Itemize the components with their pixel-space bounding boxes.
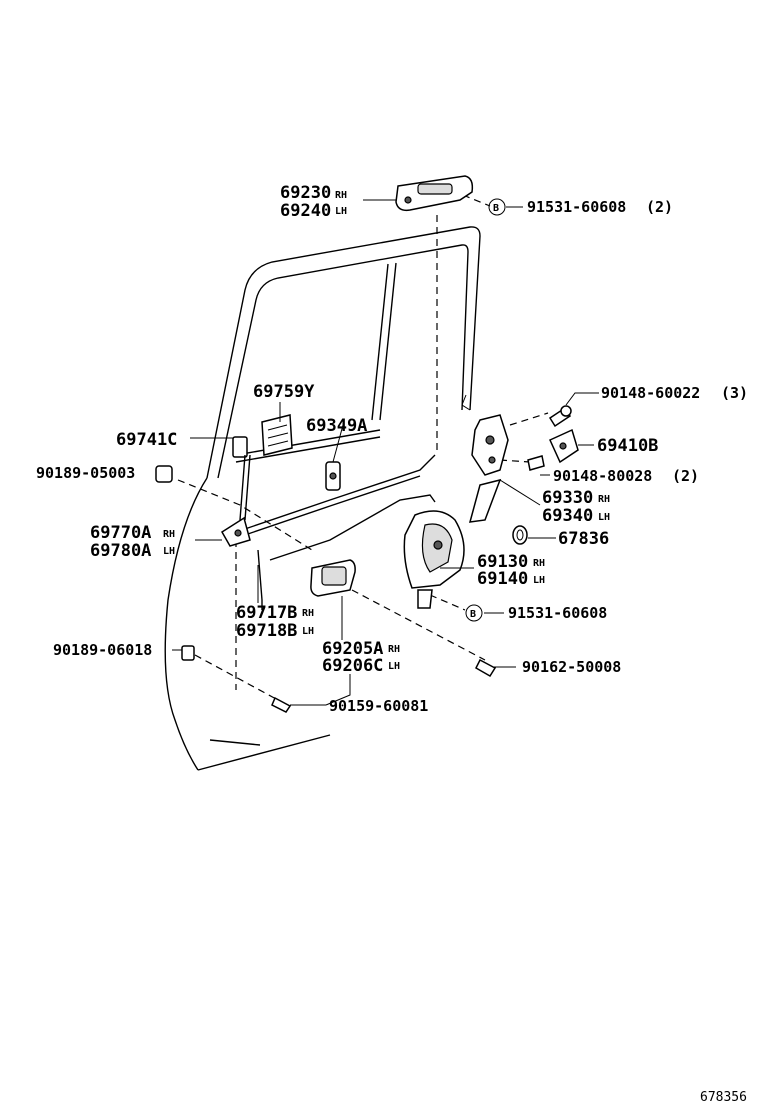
label-90162-50008: 90162-50008 [522, 658, 621, 676]
part-number: 69718B [236, 621, 297, 641]
outside-handle [395, 175, 474, 212]
part-number: 69330 [542, 488, 593, 508]
part-number: 91531-60608 [508, 604, 607, 622]
quantity: (2) [646, 198, 673, 216]
label-90189-06018: 90189-06018 [53, 641, 152, 659]
side-tag: RH [533, 558, 545, 569]
b-symbol: B [493, 203, 499, 214]
label-69240: 69240 LH [280, 201, 347, 221]
part-number: 90148-80028 [553, 467, 652, 485]
dashed-leaders [177, 194, 549, 701]
label-90148-b: 90148-80028 (2) [553, 467, 699, 485]
quantity: (3) [721, 384, 748, 402]
striker-69410b [549, 428, 579, 464]
label-91531-b: B 91531-60608 [470, 604, 607, 622]
bushing-67836 [512, 525, 528, 545]
label-90189-05003: 90189-05003 [36, 464, 135, 482]
side-tag: LH [302, 626, 314, 637]
label-69206c: 69206C LH [322, 656, 400, 676]
label-69410b: 69410B [597, 436, 658, 456]
side-tag: RH [163, 529, 175, 540]
label-69349a: 69349A [306, 416, 367, 436]
clip-icon [155, 465, 195, 661]
figure-id: 678356 [700, 1090, 747, 1105]
quantity: (2) [672, 467, 699, 485]
label-67836: 67836 [558, 529, 609, 549]
side-tag: RH [302, 608, 314, 619]
label-91531-a: B 91531-60608 (2) [493, 198, 673, 216]
latch-69330 [468, 414, 509, 523]
part-number: 69140 [477, 569, 528, 589]
bell-crank-69770a [220, 516, 251, 547]
part-number: 69340 [542, 506, 593, 526]
side-tag: LH [533, 575, 545, 586]
part-number: 69130 [477, 552, 528, 572]
part-number: 69770A [90, 523, 151, 543]
part-number: 90148-60022 [601, 384, 700, 402]
part-number: 69780A [90, 541, 151, 561]
side-tag: LH [163, 546, 175, 557]
door-panel [164, 226, 481, 771]
screw-icon [548, 405, 572, 428]
part-number: 69230 [280, 183, 331, 203]
b-symbol: B [470, 609, 476, 620]
bolt-icon [527, 455, 545, 471]
rod-clip-69349a [325, 461, 341, 491]
label-69130: 69130 RH [477, 552, 545, 572]
side-tag: RH [598, 494, 610, 505]
part-number: 69205A [322, 639, 383, 659]
label-90148-a: 90148-60022 (3) [601, 384, 748, 402]
side-tag: LH [335, 206, 347, 217]
callout-lines [172, 199, 599, 706]
label-69770a: 69770A RH [90, 523, 175, 543]
label-69205a: 69205A RH [322, 639, 400, 659]
pad-69759y [261, 414, 293, 456]
part-number: 69240 [280, 201, 331, 221]
side-tag: RH [335, 190, 347, 201]
label-69230: 69230 RH [280, 183, 347, 203]
label-69741c: 69741C [116, 430, 177, 450]
label-90159-60081: 90159-60081 [329, 697, 428, 715]
lock-rods [239, 454, 436, 610]
label-69340: 69340 LH [542, 506, 610, 526]
screw-icon [271, 658, 497, 713]
side-tag: LH [598, 512, 610, 523]
clip-69741c [232, 436, 248, 458]
side-tag: RH [388, 644, 400, 655]
label-69780a: 69780A LH [90, 541, 175, 561]
label-69330: 69330 RH [542, 488, 610, 508]
label-69759y: 69759Y [253, 382, 315, 402]
part-number: 69717B [236, 603, 297, 623]
inside-handle-69205a [310, 559, 356, 597]
side-tag: LH [388, 661, 400, 672]
label-69717b: 69717B RH [236, 603, 314, 623]
label-69140: 69140 LH [477, 569, 545, 589]
part-number: 69206C [322, 656, 383, 676]
part-number: 91531-60608 [527, 198, 626, 216]
label-69718b: 69718B LH [236, 621, 314, 641]
door-lock-assembly [403, 510, 465, 609]
b-circle-icon [465, 198, 506, 622]
